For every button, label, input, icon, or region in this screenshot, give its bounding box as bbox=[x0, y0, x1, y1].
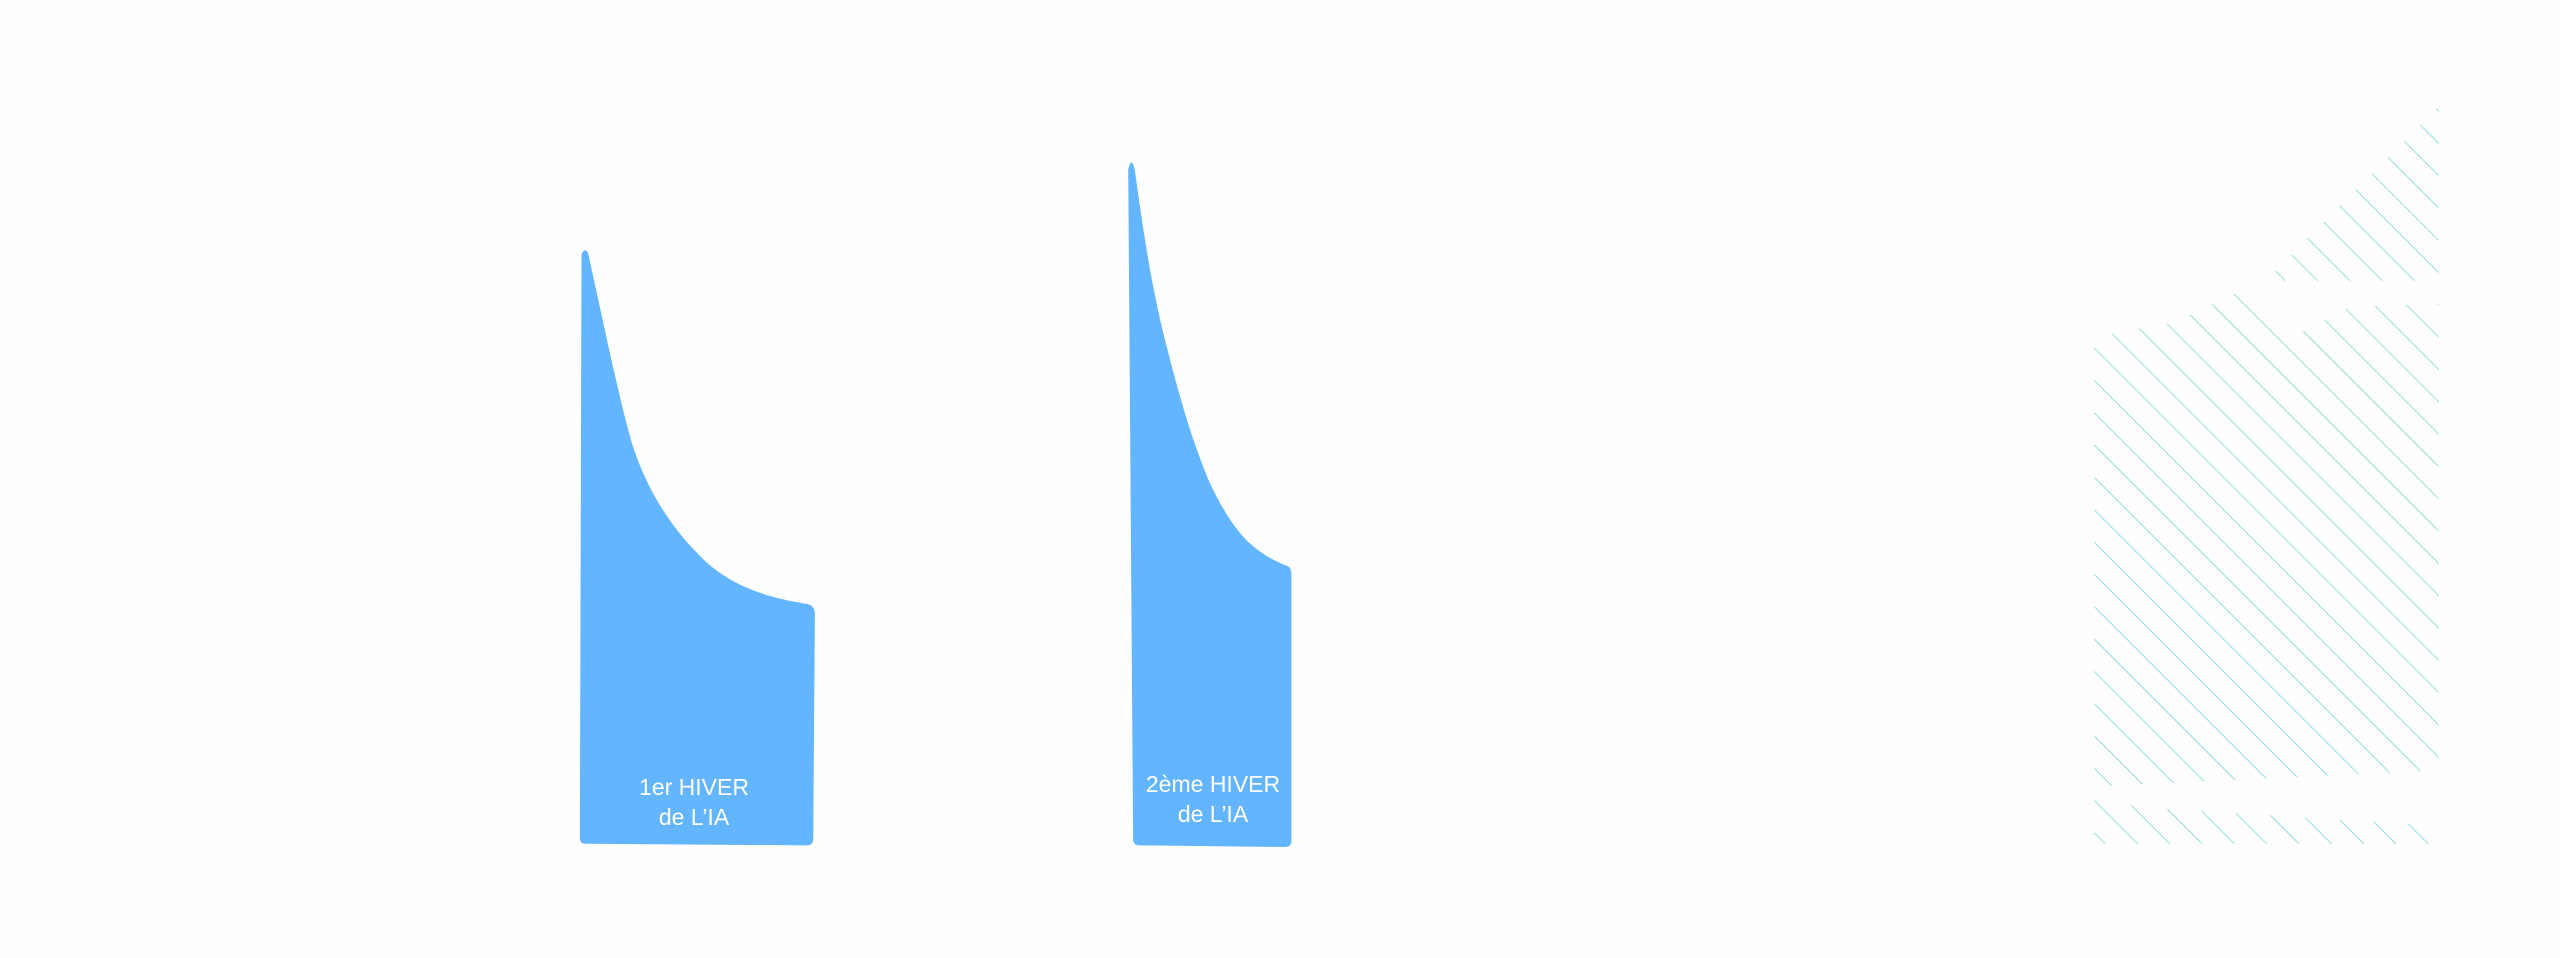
first-winter-label: 1er HIVER de L’IA bbox=[574, 772, 814, 832]
second-winter-label-line1: 2ème HIVER bbox=[1145, 771, 1281, 797]
second-winter-label-line2: de L’IA bbox=[1177, 801, 1249, 827]
first-winter-shape bbox=[579, 250, 815, 846]
second-winter-label: 2ème HIVER de L’IA bbox=[1093, 769, 1333, 829]
first-winter-label-line1: 1er HIVER bbox=[639, 774, 749, 800]
second-winter-shape bbox=[1128, 162, 1292, 848]
first-winter-label-line2: de L’IA bbox=[658, 804, 730, 830]
hatched-area bbox=[2094, 106, 2439, 844]
